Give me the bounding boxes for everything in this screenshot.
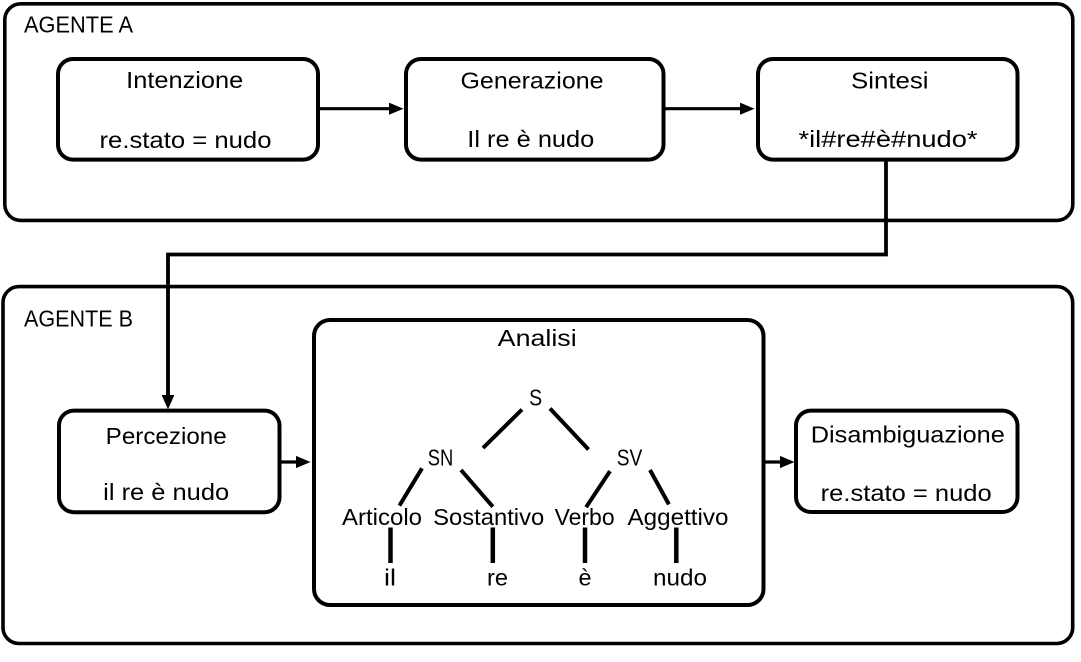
svg-text:Percezione: Percezione: [106, 423, 227, 449]
svg-text:Sintesi: Sintesi: [851, 67, 929, 93]
svg-text:è: è: [579, 565, 592, 591]
svg-text:re: re: [487, 565, 508, 591]
svg-text:re.stato = nudo: re.stato = nudo: [821, 480, 992, 506]
svg-text:Intenzione: Intenzione: [126, 67, 243, 93]
svg-text:Aggettivo: Aggettivo: [628, 504, 729, 530]
svg-text:Disambiguazione: Disambiguazione: [811, 422, 1005, 448]
svg-text:S: S: [529, 385, 542, 411]
svg-text:Articolo: Articolo: [342, 504, 422, 530]
svg-text:Verbo: Verbo: [555, 504, 615, 530]
svg-text:re.stato = nudo: re.stato = nudo: [100, 127, 272, 153]
svg-text:AGENTE A: AGENTE A: [24, 12, 134, 38]
svg-text:il: il: [384, 565, 396, 591]
svg-text:Il re è nudo: Il re è nudo: [467, 126, 594, 152]
svg-text:SN: SN: [428, 444, 454, 470]
svg-text:Analisi: Analisi: [498, 325, 577, 351]
svg-text:nudo: nudo: [653, 565, 707, 591]
svg-text:*il#re#è#nudo*: *il#re#è#nudo*: [799, 126, 978, 152]
svg-text:Sostantivo: Sostantivo: [433, 504, 544, 530]
svg-text:AGENTE B: AGENTE B: [24, 306, 133, 332]
svg-text:SV: SV: [617, 444, 643, 470]
svg-text:Generazione: Generazione: [461, 67, 604, 93]
svg-text:il re è nudo: il re è nudo: [103, 479, 229, 505]
